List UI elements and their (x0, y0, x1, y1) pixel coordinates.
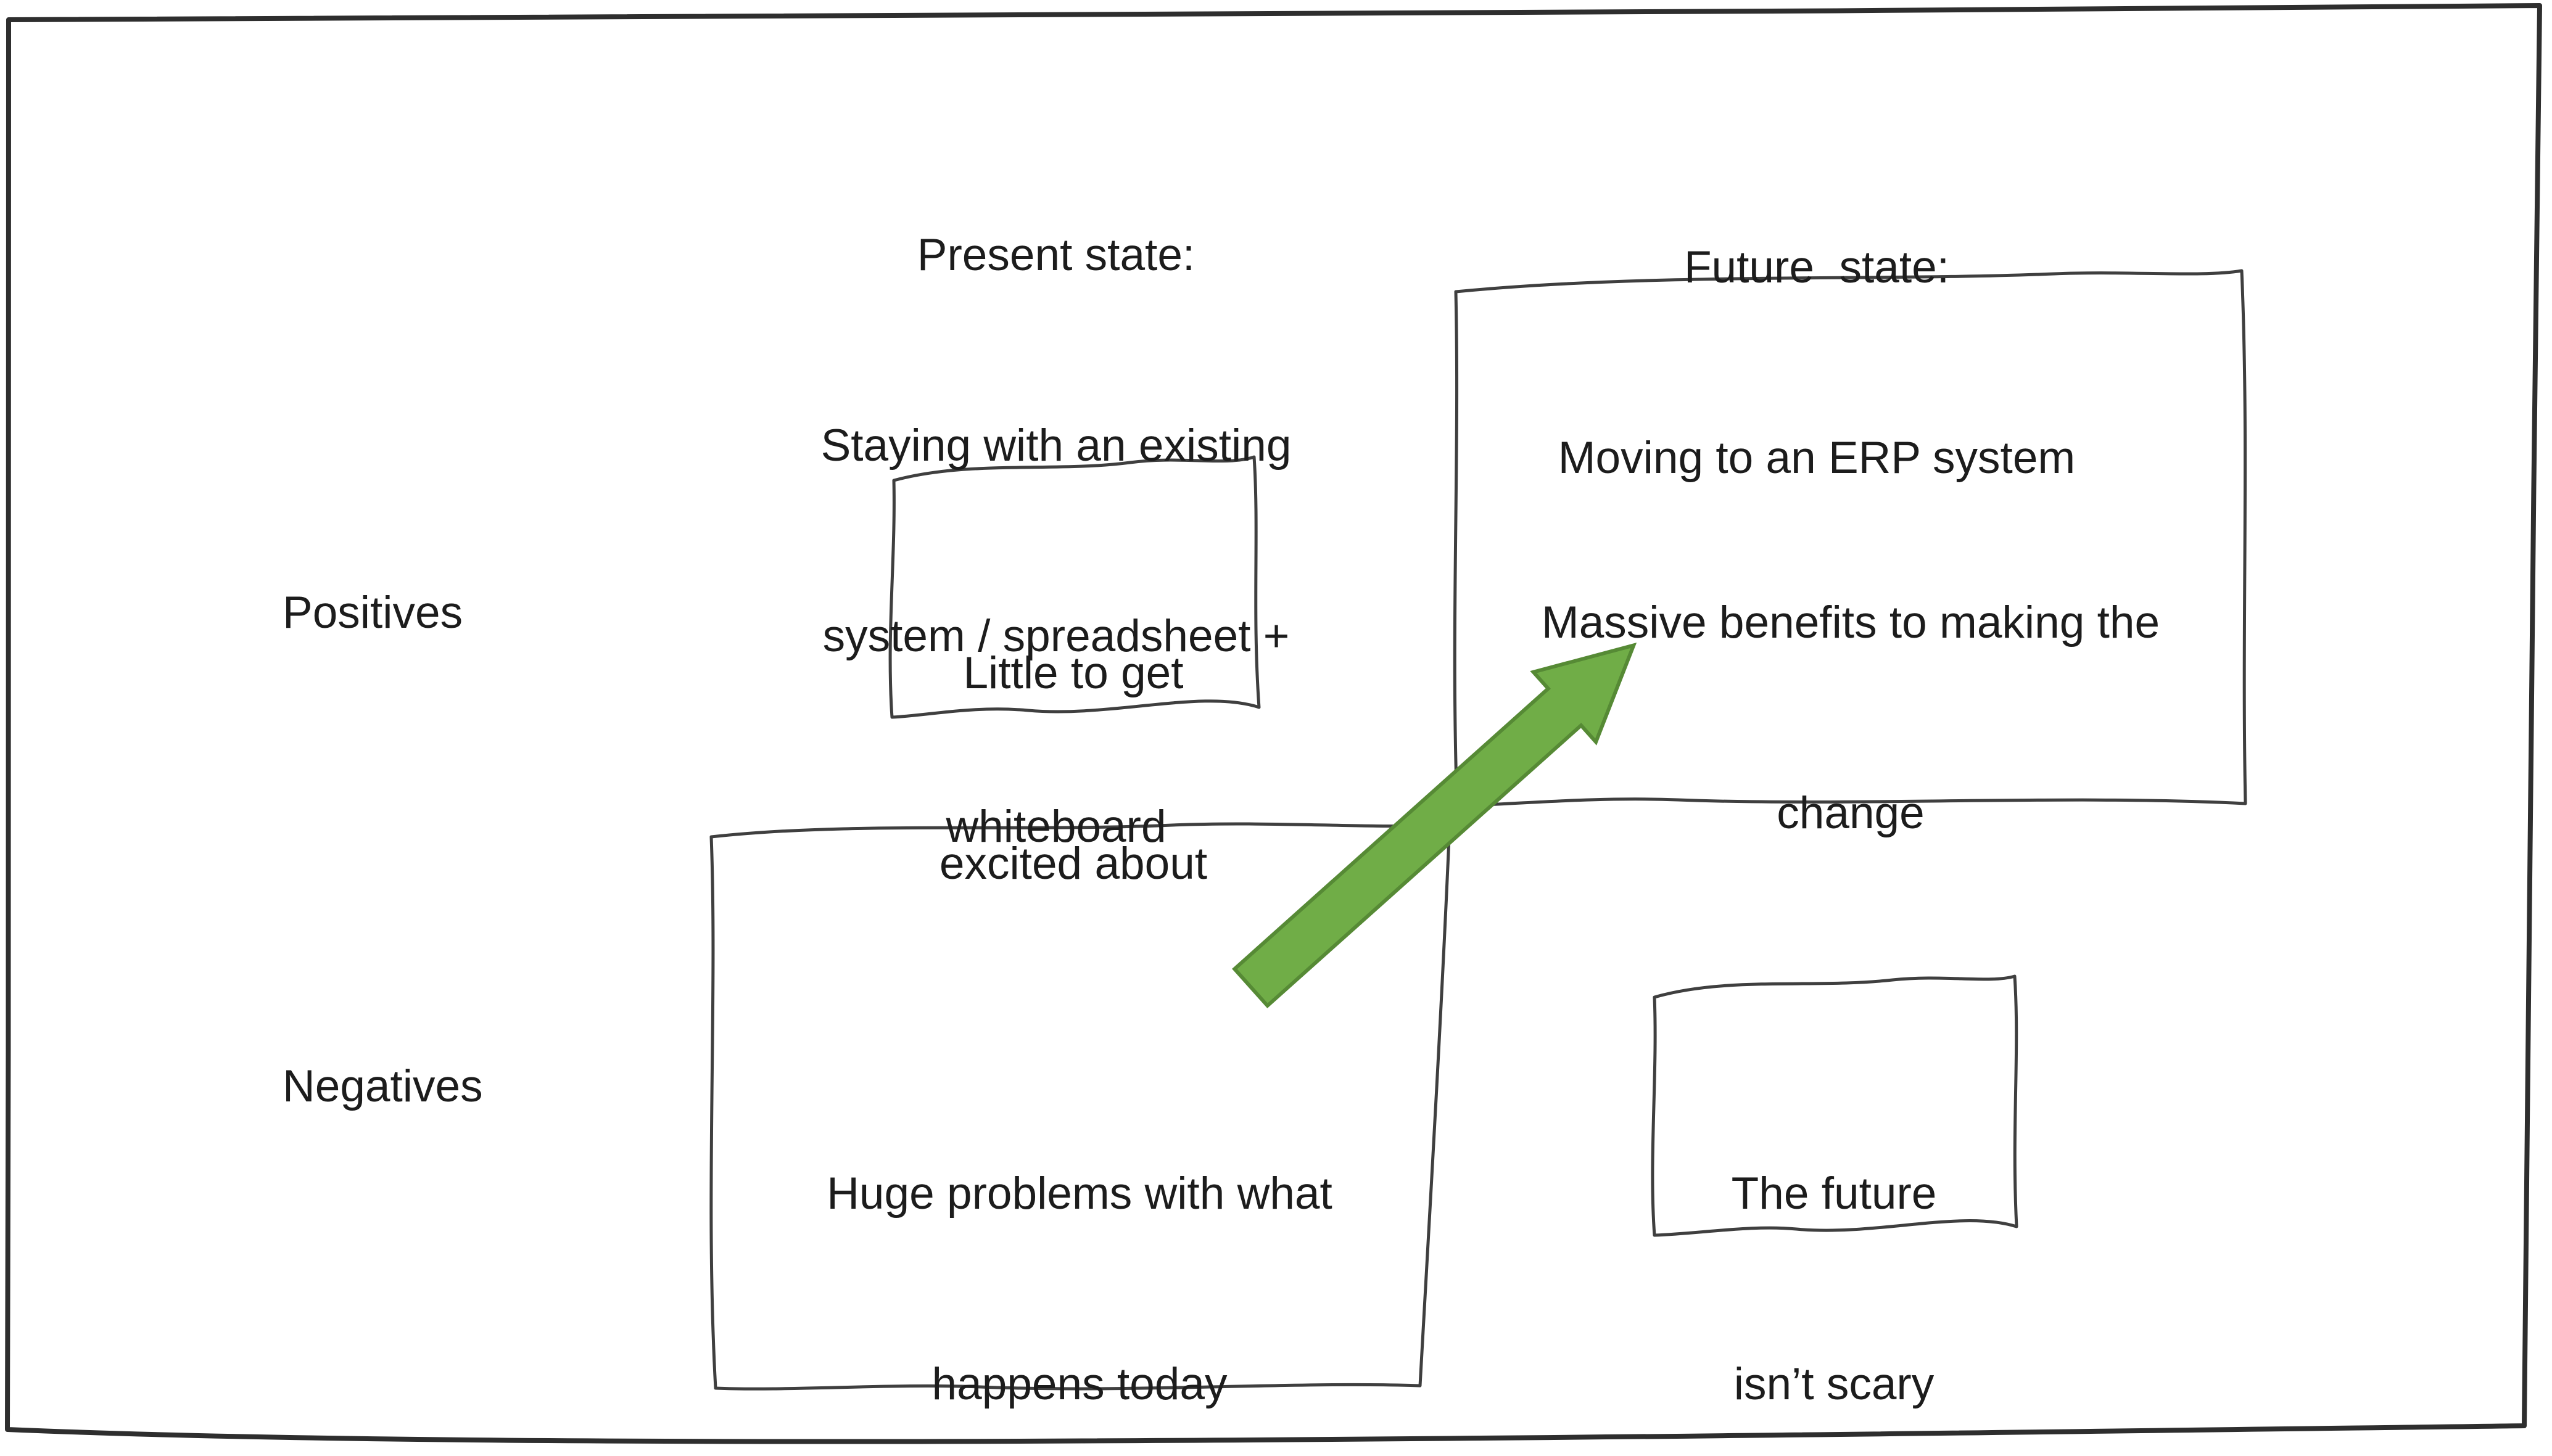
present-state-header: Present state: Staying with an existing … (766, 96, 1346, 985)
cell-line: Little to get (963, 648, 1184, 698)
cell-line: The future (1731, 1169, 1937, 1219)
cell-box-present-positives (888, 455, 1261, 719)
cell-text-present-negatives: Huge problems with what happens today (709, 1035, 1450, 1456)
cell-text-present-positives: Little to get excited about (888, 514, 1258, 1022)
cell-line: Massive benefits to making the (1541, 598, 2160, 648)
cell-line: Huge problems with what (827, 1169, 1332, 1219)
future-state-subtitle-line: Moving to an ERP system (1558, 433, 2076, 483)
row-label-negatives: Negatives (283, 1061, 483, 1111)
cell-line: happens today (931, 1359, 1228, 1409)
cell-box-future-negatives (1651, 974, 2018, 1237)
present-state-subtitle-line: whiteboard (946, 802, 1167, 852)
future-state-header: Future state: Moving to an ERP system (1508, 109, 2125, 617)
cell-line: change (1777, 788, 1925, 838)
up-right-arrow-icon (1232, 643, 1637, 1009)
outer-border (5, 3, 2542, 1444)
present-state-title: Present state: (917, 230, 1195, 280)
row-label-positives: Positives (283, 588, 463, 638)
present-state-subtitle-line: Staying with an existing (820, 421, 1292, 471)
cell-line: isn’t scary (1733, 1359, 1935, 1409)
future-state-title: Future state: (1683, 242, 1950, 292)
cell-text-future-negatives: The future isn’t scary (1651, 1035, 2017, 1456)
cell-line: excited about (939, 839, 1208, 889)
cell-text-future-positives: Massive benefits to making the change (1456, 464, 2245, 972)
present-state-subtitle-line: system / spreadsheet + (822, 611, 1290, 661)
